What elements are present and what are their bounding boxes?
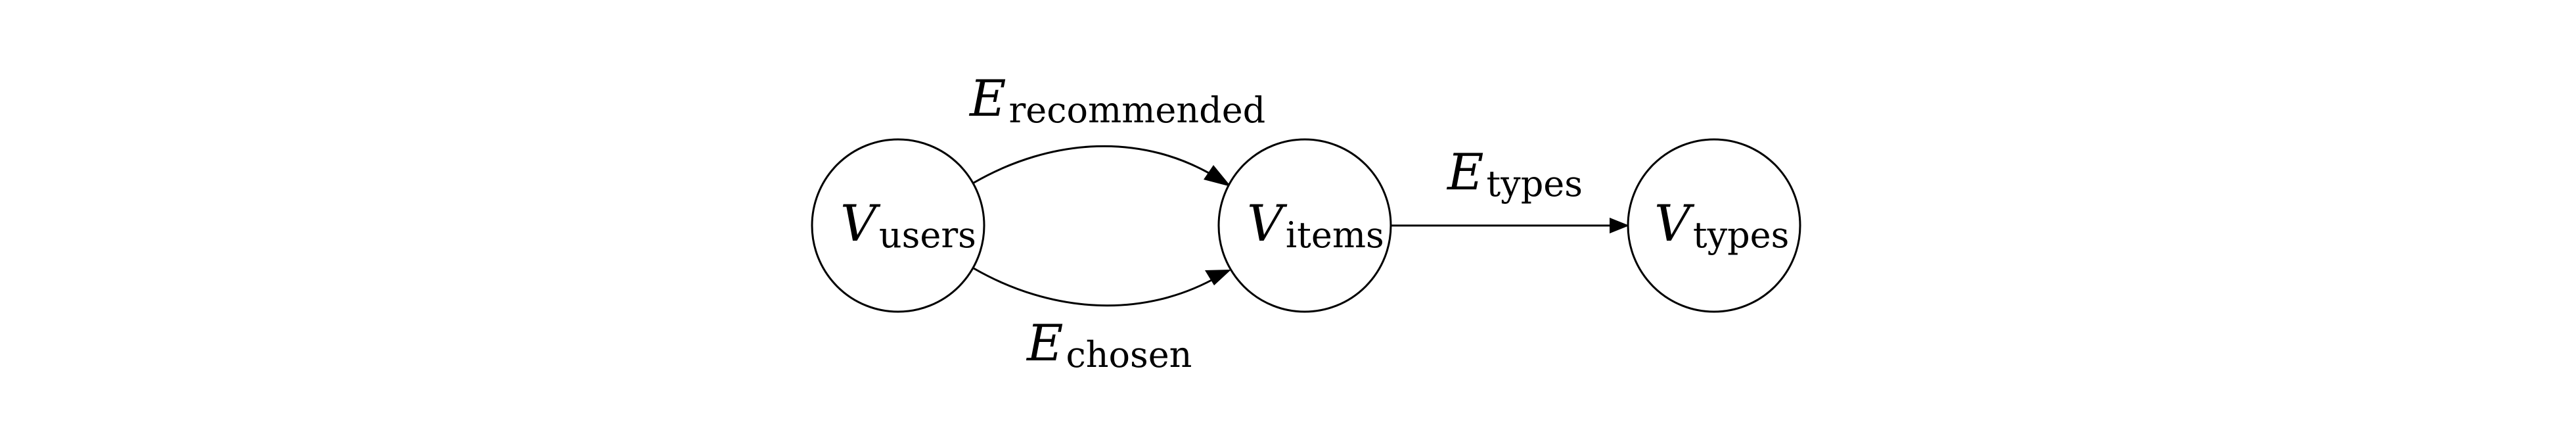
node-types-circle — [1627, 138, 1801, 313]
node-items: Vitems — [1217, 138, 1392, 313]
edge-types-label: Etypes — [1446, 143, 1583, 205]
node-items-label: Vitems — [1247, 194, 1384, 256]
edge-recommended — [973, 145, 1231, 187]
edge-recommended-arrowhead — [1204, 165, 1231, 187]
node-types: Vtypes — [1627, 138, 1801, 313]
edge-types-symbol: E — [1446, 143, 1483, 201]
edge-types-subscript: types — [1486, 163, 1582, 205]
edge-chosen-subscript: chosen — [1066, 334, 1192, 375]
node-users-circle — [811, 138, 985, 313]
node-users-subscript: users — [879, 214, 976, 256]
node-users-symbol: V — [840, 194, 881, 253]
edge-chosen — [973, 267, 1231, 307]
edge-chosen-label: Echosen — [1026, 314, 1192, 375]
edge-recommended-line — [973, 145, 1219, 184]
node-types-symbol: V — [1654, 194, 1695, 253]
node-items-symbol: V — [1247, 194, 1288, 253]
node-items-circle — [1217, 138, 1392, 313]
edge-chosen-arrowhead — [1205, 270, 1231, 285]
edge-recommended-symbol: E — [968, 69, 1006, 128]
node-users: Vusers — [811, 138, 985, 313]
node-types-label: Vtypes — [1654, 194, 1789, 256]
edge-chosen-line — [973, 267, 1219, 307]
edge-types — [1391, 218, 1629, 233]
edge-types-arrowhead — [1610, 218, 1629, 233]
edge-chosen-symbol: E — [1026, 314, 1063, 372]
edge-recommended-subscript: recommended — [1008, 89, 1265, 131]
node-users-label: Vusers — [840, 194, 976, 256]
node-types-subscript: types — [1693, 214, 1789, 256]
node-items-subscript: items — [1286, 214, 1384, 256]
edge-recommended-label: Erecommended — [968, 69, 1265, 131]
